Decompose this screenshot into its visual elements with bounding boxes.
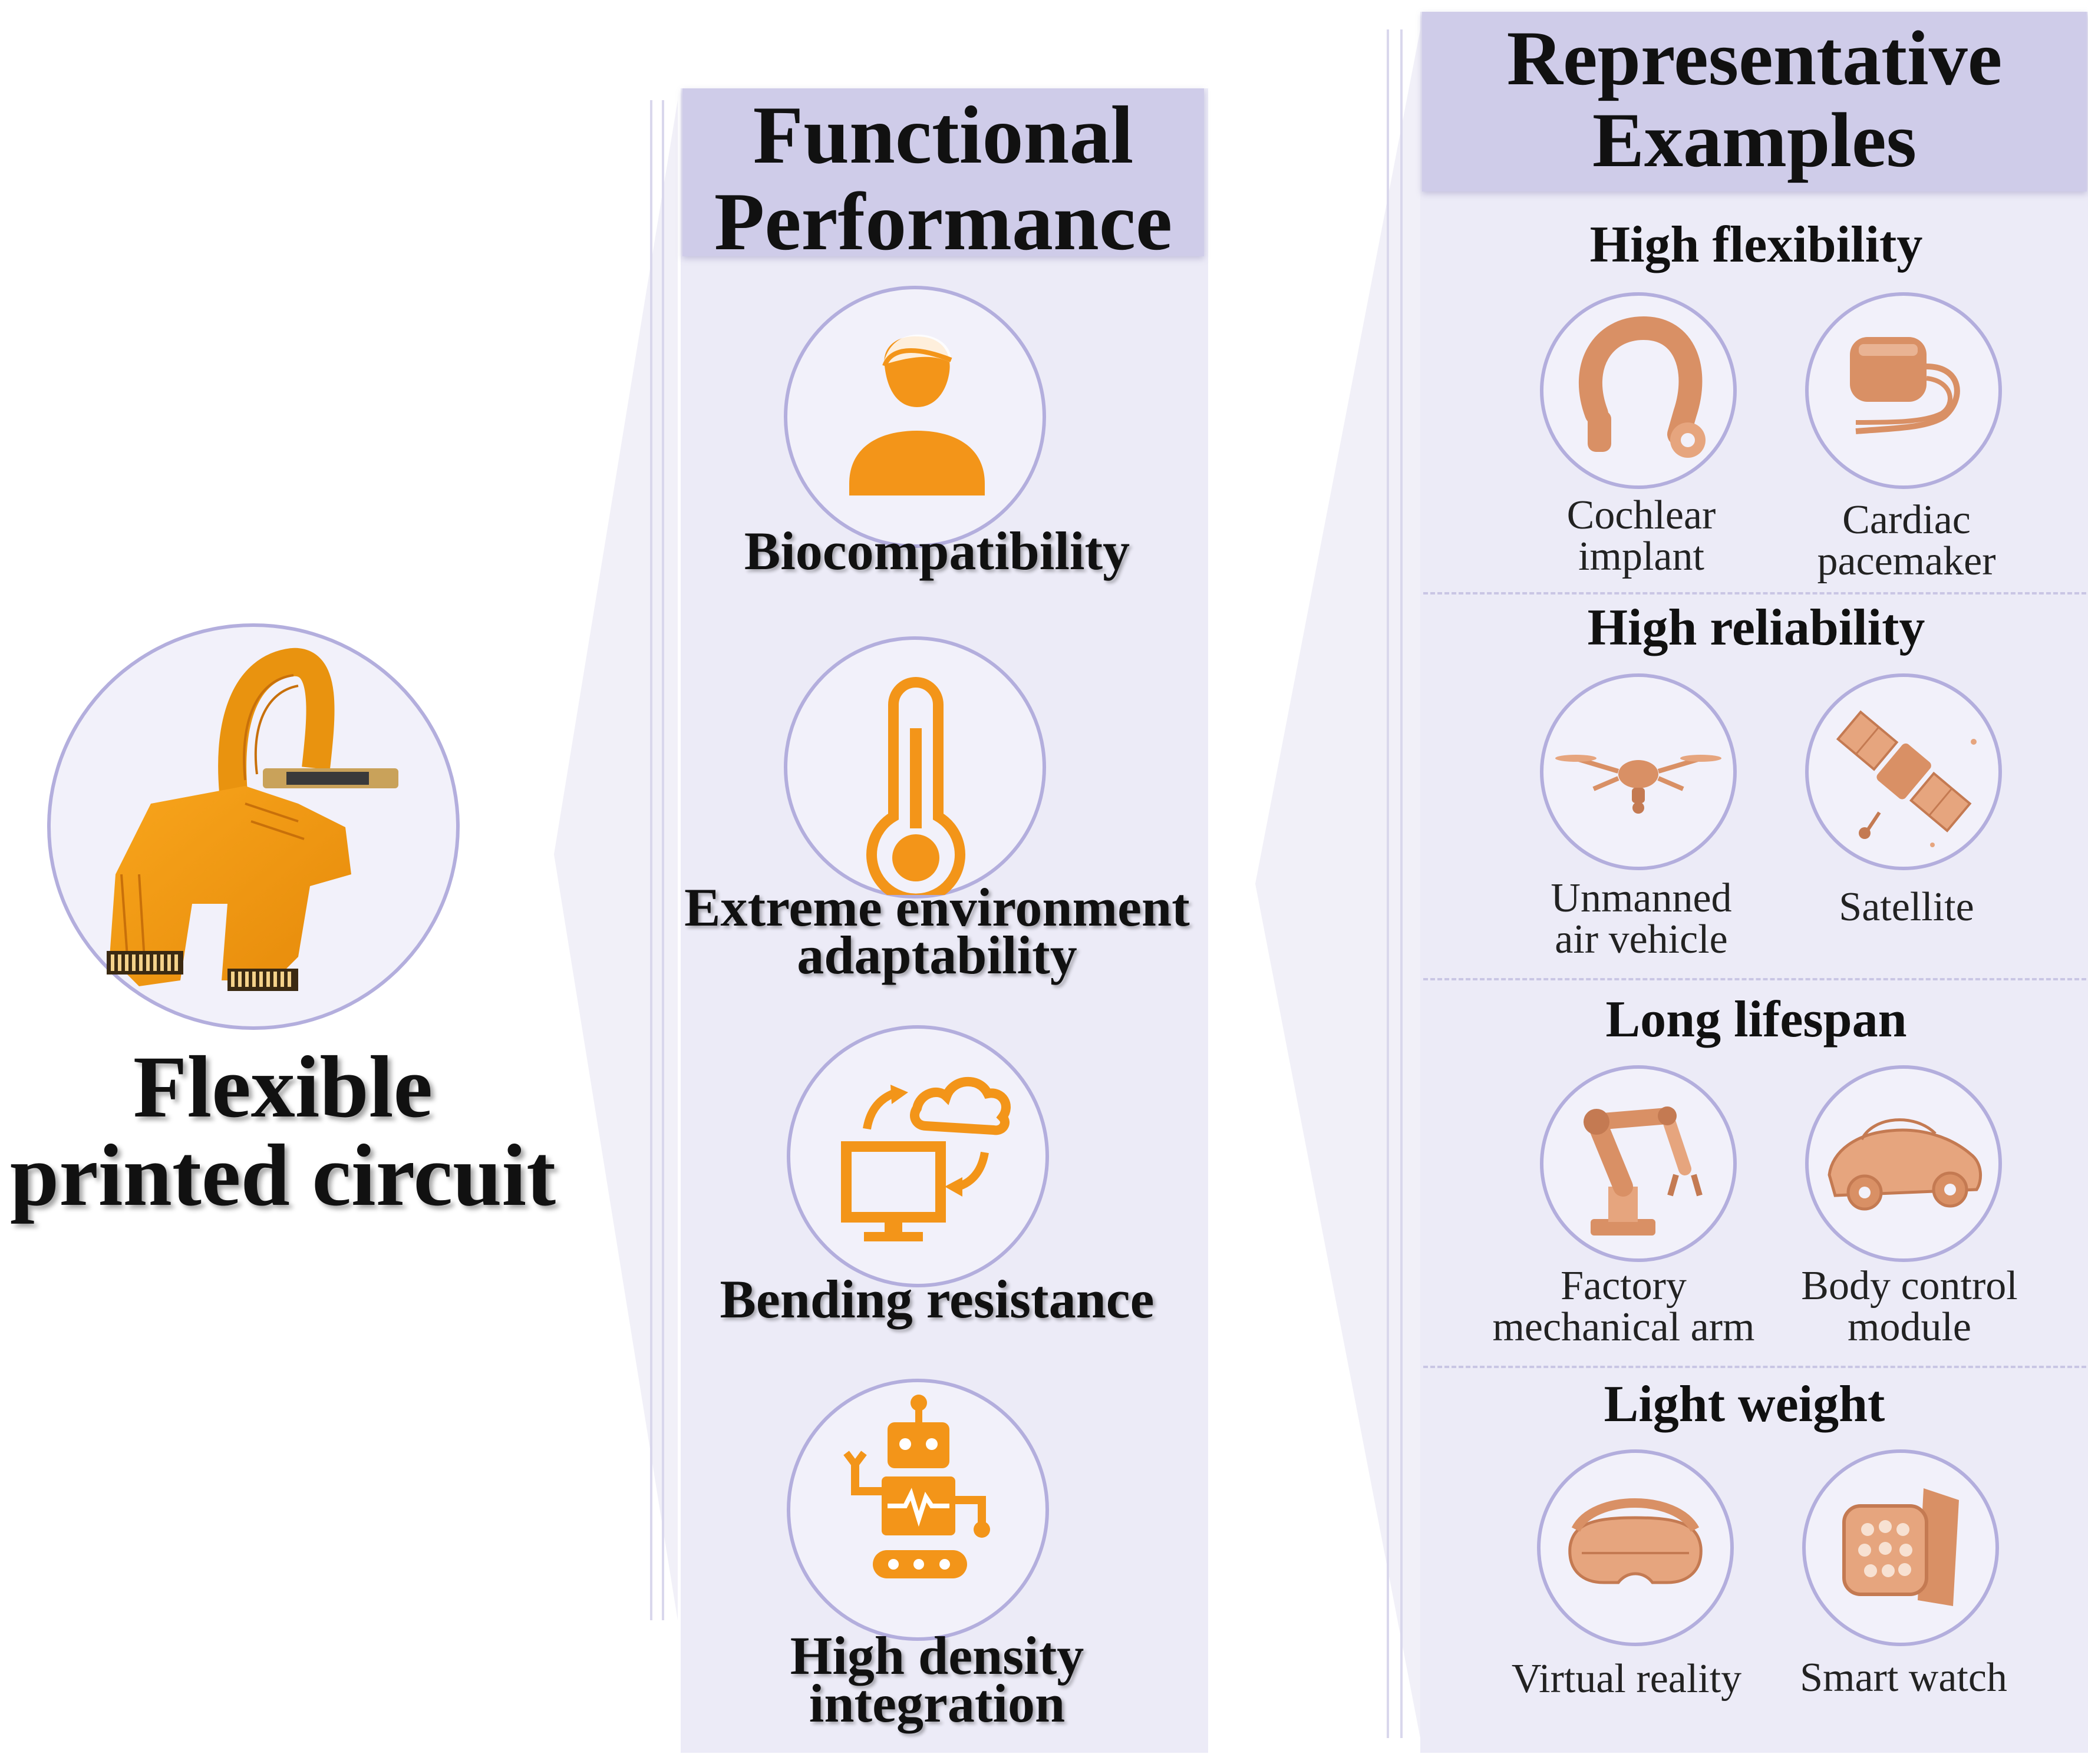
high-density-circle xyxy=(787,1379,1049,1641)
category-divider xyxy=(1423,978,2086,980)
example-label-line: implant xyxy=(1578,534,1704,579)
perf-label-bending-resistance: Bending resistance xyxy=(654,1269,1220,1329)
example-label-line: Virtual reality xyxy=(1511,1656,1742,1702)
perf-label-extreme-environment: Extreme environment adaptability xyxy=(654,877,1220,985)
example-label-line: Cardiac xyxy=(1842,497,1971,543)
category-divider xyxy=(1423,1366,2086,1368)
example-label-uav: Unmanned air vehicle xyxy=(1512,878,1771,960)
category-title-long-lifespan: Long lifespan xyxy=(1605,991,1907,1048)
functional-header-title: Functional Performance xyxy=(682,88,1204,265)
left-connector-shape xyxy=(554,100,678,1620)
example-label-body-control: Body control module xyxy=(1768,1266,2051,1348)
perf-label-line: Biocompatibility xyxy=(744,521,1130,581)
right-connector-shape xyxy=(1255,29,1420,1738)
perf-label-line: Bending resistance xyxy=(720,1269,1154,1329)
example-label-pacemaker: Cardiac pacemaker xyxy=(1777,500,2036,582)
example-label-line: Factory xyxy=(1561,1263,1687,1309)
smart-watch-icon xyxy=(1842,1488,1959,1606)
robotic-arm-icon xyxy=(1584,1106,1703,1236)
car-icon xyxy=(1828,1118,1983,1211)
examples-header: Representative Examples xyxy=(1422,12,2087,191)
main-title: Flexible printed circuit xyxy=(0,1043,566,1220)
category-title-high-reliability: High reliability xyxy=(1587,599,1925,656)
extreme-env-circle xyxy=(784,636,1046,898)
examples-panel xyxy=(1420,12,2088,1753)
robotic-arm-circle xyxy=(1540,1065,1737,1262)
example-label-line: Satellite xyxy=(1839,884,1974,930)
example-label-satellite: Satellite xyxy=(1777,887,2036,928)
example-label-line: Body control xyxy=(1801,1263,2018,1309)
satellite-icon xyxy=(1836,710,1977,847)
cochlear-implant-circle xyxy=(1540,292,1737,489)
example-label-line: pacemaker xyxy=(1817,539,1996,584)
flexible-circuit-icon xyxy=(107,648,398,991)
category-title-light-weight: Light weight xyxy=(1604,1376,1885,1433)
bending-resistance-circle xyxy=(787,1025,1049,1287)
thermometer-icon xyxy=(866,677,965,895)
example-label-line: air vehicle xyxy=(1555,917,1728,962)
person-icon xyxy=(849,334,985,495)
functional-header: Functional Performance xyxy=(682,88,1204,265)
examples-header-line-1: Representative xyxy=(1506,15,2003,101)
smart-watch-circle xyxy=(1802,1449,1999,1646)
perf-label-high-density: High density integration xyxy=(654,1626,1220,1733)
drone-icon xyxy=(1555,755,1721,814)
perf-label-biocompatibility: Biocompatibility xyxy=(654,521,1220,581)
pacemaker-icon xyxy=(1850,337,1960,434)
example-label-virtual-reality: Virtual reality xyxy=(1485,1659,1768,1700)
biocompatibility-circle xyxy=(784,286,1046,548)
examples-header-line-2: Examples xyxy=(1592,96,1917,183)
example-label-line: module xyxy=(1848,1304,1971,1350)
main-title-line-1: Flexible xyxy=(133,1038,433,1136)
satellite-circle xyxy=(1805,673,2002,870)
cochlear-implant-icon xyxy=(1579,316,1706,458)
computer-cloud-sync-icon xyxy=(841,1076,1011,1241)
functional-header-line-1: Functional xyxy=(753,90,1134,181)
example-label-cochlear: Cochlear implant xyxy=(1512,495,1771,577)
example-label-line: mechanical arm xyxy=(1492,1304,1755,1350)
perf-label-line: Extreme environment xyxy=(684,877,1190,937)
perf-label-line: integration xyxy=(809,1673,1066,1733)
example-label-line: Smart watch xyxy=(1800,1655,2007,1700)
functional-header-line-2: Performance xyxy=(714,176,1173,267)
vr-headset-icon xyxy=(1568,1498,1703,1584)
category-divider xyxy=(1423,592,2086,594)
car-circle xyxy=(1805,1065,2002,1262)
vr-circle xyxy=(1537,1449,1734,1646)
main-title-line-2: printed circuit xyxy=(9,1127,556,1224)
robot-icon xyxy=(843,1395,990,1578)
example-label-line: Unmanned xyxy=(1551,876,1732,921)
perf-label-line: High density xyxy=(790,1626,1084,1686)
pacemaker-circle xyxy=(1805,292,2002,489)
examples-header-title: Representative Examples xyxy=(1422,12,2087,181)
drone-circle xyxy=(1540,673,1737,870)
fpc-image-circle xyxy=(47,623,460,1030)
example-label-mechanical-arm: Factory mechanical arm xyxy=(1482,1266,1765,1348)
example-label-line: Cochlear xyxy=(1566,493,1716,538)
category-title-high-flexibility: High flexibility xyxy=(1589,216,1923,273)
example-label-smart-watch: Smart watch xyxy=(1762,1657,2045,1699)
perf-label-line: adaptability xyxy=(797,924,1077,985)
